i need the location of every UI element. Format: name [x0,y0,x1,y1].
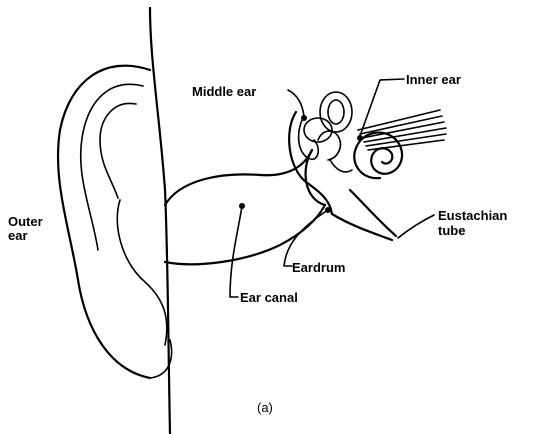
label-eustachian-line2: tube [438,223,465,238]
head-contour [150,8,170,434]
label-outer-ear-line2: ear [8,228,28,243]
label-eardrum: Eardrum [292,260,345,275]
label-outer-ear-line1: Outer [8,214,43,229]
figure-caption: (a) [257,400,273,415]
semicircular-canals [304,92,352,142]
label-middle-ear: Middle ear [192,84,256,99]
ear-canal [165,150,325,264]
label-ear-canal: Ear canal [240,290,298,305]
label-eustachian-line1: Eustachian [438,208,507,223]
outer-ear-pinna [58,66,172,378]
label-inner-ear: Inner ear [406,72,461,87]
middle-ear-ossicles [289,112,352,214]
eustachian-tube [332,190,396,240]
auditory-nerve [358,110,446,150]
